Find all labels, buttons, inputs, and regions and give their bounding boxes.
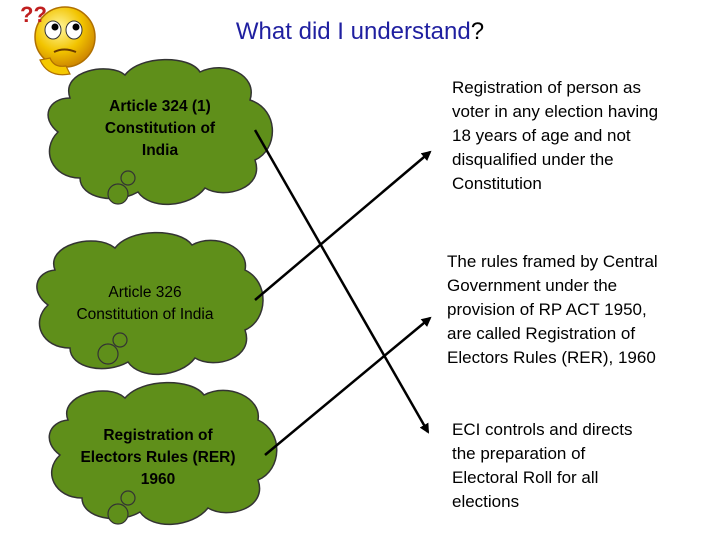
- arrow-rer-to-rules: [264, 316, 432, 456]
- cloud-box-article-324: [47, 58, 274, 205]
- description-rules-framed: The rules framed by Central Government u…: [447, 252, 658, 367]
- arrow-324-to-eci: [253, 129, 430, 434]
- title-main: What did I understand: [235, 18, 471, 45]
- cloud-box-article-326: [36, 231, 264, 375]
- arrow-326-to-registration: [254, 150, 432, 301]
- cloud-box-rer-1960: [48, 381, 278, 525]
- description-registration-voter: Registration of person as voter in any e…: [452, 78, 659, 193]
- question-marks: ??: [20, 2, 47, 27]
- title-question-mark: ?: [470, 18, 485, 45]
- cloud-label-article-326: Article 326 Constitution of India: [76, 284, 214, 323]
- description-eci-controls: ECI controls and directs the preparation…: [452, 420, 633, 511]
- cloud-label-article-324: Article 324 (1) Constitution of India: [104, 98, 216, 159]
- page-title: What did I understand?: [0, 18, 720, 46]
- thinking-face-icon: ??: [20, 2, 96, 76]
- cloud-label-rer-1960: Registration of Electors Rules (RER) 196…: [80, 427, 236, 488]
